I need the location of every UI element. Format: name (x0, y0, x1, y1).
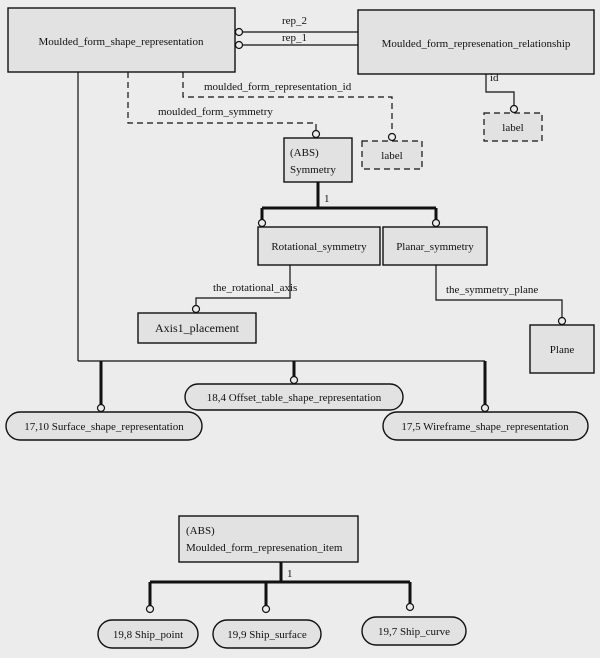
rep-2-label: rep_2 (282, 15, 307, 27)
ref-surface-shape-representation[interactable]: 17,10 Surface_shape_representation (5, 411, 203, 441)
type-label-middle[interactable]: label (361, 140, 423, 170)
type-label-right[interactable]: label (483, 112, 543, 142)
ref-ship-surface[interactable]: 19,9 Ship_surface (212, 619, 322, 649)
entity-label: Moulded_form_represenation_relationship (382, 38, 571, 50)
entity-label: Axis1_placement (155, 321, 240, 335)
rep-1-end (234, 40, 244, 50)
type-label-text: label (381, 150, 402, 162)
ship-curve-end (405, 602, 415, 612)
entity-axis1-placement[interactable]: Axis1_placement (137, 312, 257, 344)
ref-ship-point[interactable]: 19,8 Ship_point (97, 619, 199, 649)
ref-label: 17,10 Surface_shape_representation (24, 421, 184, 433)
ref-label: 17,5 Wireframe_shape_representation (401, 421, 569, 433)
symmetry-plane-label: the_symmetry_plane (446, 284, 538, 296)
entity-label: Moulded_form_represenation_item (186, 542, 343, 554)
rep-2-end (234, 27, 244, 37)
form-symmetry-end (311, 129, 321, 139)
ref-label: 19,8 Ship_point (113, 629, 183, 641)
entity-abs-moulded-form-representation-item[interactable]: (ABS) Moulded_form_represenation_item (178, 515, 359, 563)
entity-moulded-form-shape-representation[interactable]: Moulded_form_shape_representation (7, 7, 236, 73)
ship-surface-end (261, 604, 271, 614)
type-label-text: label (502, 122, 523, 134)
rotational-axis-label: the_rotational_axis (213, 282, 297, 294)
representation-id-label: moulded_form_representation_id (204, 81, 352, 93)
surface-end (96, 403, 106, 413)
entity-label: Moulded_form_shape_representation (39, 36, 204, 48)
symmetry-plane-end (557, 316, 567, 326)
entity-planar-symmetry[interactable]: Planar_symmetry (382, 226, 488, 266)
form-symmetry-line (127, 72, 317, 131)
ref-label: 19,7 Ship_curve (378, 626, 450, 638)
rotational-end (257, 218, 267, 228)
entity-label: Rotational_symmetry (271, 241, 367, 253)
entity-plane[interactable]: Plane (529, 324, 595, 374)
entity-label: Symmetry (290, 164, 336, 176)
entity-label: Planar_symmetry (396, 241, 474, 253)
wireframe-end (480, 403, 490, 413)
rotational-axis-line (195, 265, 291, 306)
offset-end (289, 375, 299, 385)
entity-moulded-form-representation-relationship[interactable]: Moulded_form_represenation_relationship (357, 9, 595, 75)
rep-1-label: rep_1 (282, 32, 307, 44)
symmetry-plane-line (435, 265, 563, 318)
ref-ship-curve[interactable]: 19,7 Ship_curve (361, 616, 467, 646)
item-one-of: 1 (287, 568, 293, 580)
id-label: id (490, 72, 499, 84)
representation-id-line (182, 72, 393, 134)
id-end (509, 104, 519, 114)
entity-rotational-symmetry[interactable]: Rotational_symmetry (257, 226, 381, 266)
ref-wireframe-shape-representation[interactable]: 17,5 Wireframe_shape_representation (382, 411, 589, 441)
abs-marker: (ABS) (186, 525, 215, 537)
entity-abs-symmetry[interactable]: (ABS) Symmetry (283, 137, 353, 183)
representation-id-end (387, 132, 397, 142)
entity-label: Plane (550, 344, 575, 356)
form-symmetry-label: moulded_form_symmetry (158, 106, 273, 118)
rotational-axis-end (191, 304, 201, 314)
ref-label: 19,9 Ship_surface (227, 629, 307, 641)
id-line (485, 74, 515, 106)
planar-end (431, 218, 441, 228)
symmetry-one-of: 1 (324, 193, 330, 205)
abs-marker: (ABS) (290, 147, 319, 159)
ref-offset-table-shape-representation[interactable]: 18,4 Offset_table_shape_representation (184, 383, 404, 411)
ship-point-end (145, 604, 155, 614)
ref-label: 18,4 Offset_table_shape_representation (207, 392, 382, 404)
